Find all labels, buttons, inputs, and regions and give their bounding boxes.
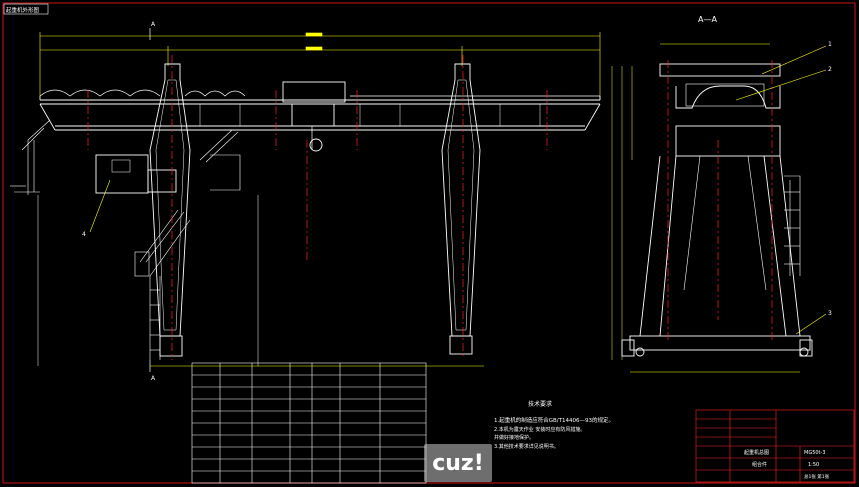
title-block bbox=[695, 409, 855, 483]
section-mark-bottom: A bbox=[151, 375, 156, 382]
front-elevation bbox=[10, 32, 601, 367]
girder-verticals bbox=[199, 104, 541, 126]
title-material: 组合件 bbox=[752, 461, 767, 468]
balloon-1-label: 1 bbox=[828, 41, 832, 48]
top-dimension-lines bbox=[39, 32, 601, 100]
trolley-body bbox=[282, 81, 346, 103]
title-sheet: 总1张 第1张 bbox=[804, 473, 830, 480]
side-legs bbox=[639, 155, 801, 337]
parameter-table bbox=[191, 362, 427, 484]
title-drawing-name: 起重机总图 bbox=[744, 449, 769, 456]
tech-requirements: 技术要求 1.起重机的制造应符合GB/T14406—93的规定。 2.本机为露天… bbox=[494, 400, 614, 450]
left-stairway bbox=[10, 119, 51, 195]
hook-block bbox=[309, 138, 323, 152]
balloon-4-label: 4 bbox=[82, 231, 86, 238]
watermark-badge: cuz! bbox=[424, 444, 492, 482]
right-leg bbox=[441, 63, 481, 337]
side-centerlines bbox=[667, 60, 773, 340]
front-centerlines bbox=[87, 55, 548, 360]
tech-req-item-1: 1.起重机的制造应符合GB/T14406—93的规定。 bbox=[494, 416, 614, 424]
tech-req-item-2: 2.本机为露天作业 安装时应有防风措施。 bbox=[494, 426, 585, 433]
tech-req-item-3: 并做好接地保护。 bbox=[494, 434, 534, 441]
balloons-side bbox=[735, 45, 827, 335]
section-marks: A A bbox=[149, 21, 156, 382]
tech-req-title: 技术要求 bbox=[528, 400, 552, 408]
left-leg bbox=[149, 63, 191, 337]
corner-label-box: 起重机外形图 bbox=[3, 3, 49, 15]
side-section-view: A—A bbox=[611, 15, 813, 373]
title-drawing-no: MG50t-3 bbox=[804, 450, 826, 456]
operator-cab bbox=[95, 154, 149, 194]
section-title: A—A bbox=[698, 15, 717, 24]
balloon-3-label: 3 bbox=[828, 310, 832, 317]
girder-handrail bbox=[39, 89, 600, 100]
balloon-2-label: 2 bbox=[828, 66, 832, 73]
balloon-4: 4 bbox=[82, 179, 111, 238]
section-mark-top: A bbox=[151, 21, 156, 28]
title-scale: 1:50 bbox=[808, 462, 819, 468]
tech-req-item-4: 3.其他技术要求详见说明书。 bbox=[494, 443, 559, 450]
corner-label: 起重机外形图 bbox=[6, 6, 40, 14]
end-beam-arch bbox=[675, 85, 781, 109]
